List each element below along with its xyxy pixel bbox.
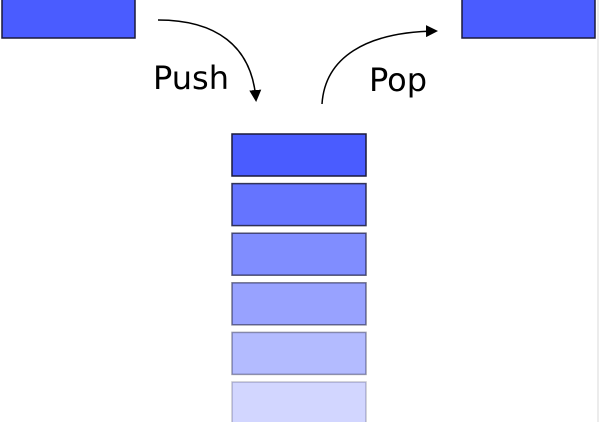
stack-item bbox=[231, 331, 367, 376]
push-label: Push bbox=[153, 59, 229, 97]
pop-label: Pop bbox=[369, 61, 428, 99]
stack-item bbox=[231, 282, 367, 326]
stack-item bbox=[231, 232, 367, 276]
stack bbox=[231, 133, 367, 422]
incoming-element bbox=[1, 0, 136, 39]
stack-item bbox=[231, 133, 367, 177]
push-arrow bbox=[157, 19, 262, 102]
stack-item bbox=[231, 381, 367, 422]
stack-item bbox=[231, 182, 367, 227]
popped-element bbox=[461, 0, 596, 39]
pop-arrow bbox=[321, 25, 438, 105]
